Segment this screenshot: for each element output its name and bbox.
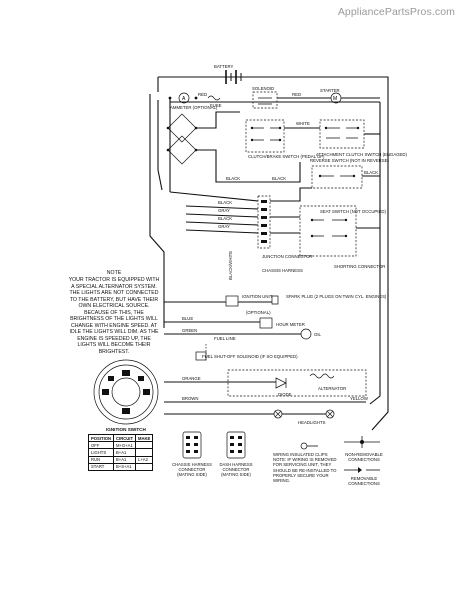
junction-connector-symbol: [257, 195, 271, 249]
table-row: LIGHTS B+A1: [87, 448, 154, 457]
junction-connector-label: JUNCTION CONNECTOR: [262, 254, 313, 259]
svg-text:BROWN: BROWN: [182, 396, 198, 401]
svg-text:GRAY: GRAY: [218, 208, 230, 213]
attachment-clutch-label: ATTACHMENT CLUTCH SWITCH (ENGAGED): [316, 152, 408, 157]
non-removable-connection-icon: [344, 436, 380, 448]
clutch-brake-label: CLUTCH/BRAKE SWITCH (PEDAL UP): [248, 154, 325, 159]
svg-text:YELLOW: YELLOW: [350, 396, 369, 401]
diode-label: DIODE: [278, 392, 292, 397]
non-removable-label: NON-REMOVABLE CONNECTIONS: [345, 452, 383, 463]
insulated-clips-note: WIRING INSULATED CLIPS NOTE: IF WIRING I…: [273, 452, 337, 484]
diode-symbol: [275, 377, 287, 389]
black-white-wire-label: BLACK/WHITE: [228, 251, 233, 280]
svg-text:BLACK: BLACK: [272, 176, 286, 181]
svg-text:BLACK: BLACK: [218, 216, 232, 221]
svg-text:BLUE: BLUE: [182, 316, 193, 321]
table-cell: OFF: [87, 441, 115, 450]
table-cell: LIGHTS: [87, 448, 115, 457]
oil-label: OIL: [314, 332, 322, 337]
shorting-connector-label: SHORTING CONNECTOR: [334, 264, 385, 269]
ignition-unit-label: IGNITION UNIT: [242, 294, 273, 299]
fuel-solenoid-label: FUEL SHUT-OFF SOLENOID (IF SO EQUIPPED): [202, 354, 298, 359]
table-cell: [134, 448, 154, 457]
alternator-symbol: [309, 373, 335, 379]
table-cell: [134, 462, 154, 471]
note-title: NOTE: [106, 270, 122, 276]
table-row: START B+S+A1: [87, 462, 154, 471]
svg-text:RED: RED: [292, 92, 301, 97]
ignition-unit-symbol: [225, 295, 239, 307]
starter-label: STARTER: [320, 88, 340, 93]
reverse-switch-label: REVERSE SWITCH (NOT IN REVERSE): [310, 158, 390, 163]
svg-text:BLACK: BLACK: [226, 176, 240, 181]
dash-connector-caption: DASH HARNESS CONNECTOR (MATING SIDE): [219, 462, 253, 477]
svg-text:BLACK: BLACK: [364, 170, 378, 175]
table-cell: START: [87, 462, 115, 471]
wire-color-tags: RED RED WHITE BLACK BLACK BLACK GRAY BLA…: [182, 92, 378, 401]
alternator-label: ALTERNATOR: [318, 386, 346, 391]
clutch-brake-switch-symbol: [245, 119, 285, 153]
fuse-symbol: [207, 95, 221, 101]
table-cell: B+S+A1: [113, 462, 136, 471]
table-header-row: POSITION CIRCUIT MAKE: [87, 433, 154, 443]
table-header: CIRCUIT: [113, 433, 136, 443]
table-cell: L+A2: [134, 455, 154, 464]
watermark-text: AppliancePartsPros.com: [337, 6, 455, 18]
rectifier-symbol: [166, 113, 198, 165]
ignition-switch-table: POSITION CIRCUIT MAKE OFF M+G+A1 LIGHTS …: [87, 433, 154, 471]
svg-text:GRAY: GRAY: [218, 224, 230, 229]
insulated-clip-icon: [300, 442, 318, 450]
svg-text:BLACK: BLACK: [218, 200, 232, 205]
chassis-harness-label: CHASSIS HARNESS: [262, 268, 303, 273]
table-cell: M+G+A1: [113, 441, 136, 450]
removable-connection-icon: [344, 467, 380, 473]
fuel-line-label: FUEL LINE: [214, 336, 236, 341]
ammeter-label: AMMETER (OPTIONAL): [170, 105, 218, 110]
battery-label: BATTERY: [214, 64, 234, 69]
table-cell: B+A1: [113, 448, 136, 457]
svg-text:GREEN: GREEN: [182, 328, 197, 333]
table-cell: [134, 441, 154, 450]
spark-plug-label: SPARK PLUG (2 PLUGS ON TWIN CYL. ENGINES…: [286, 294, 387, 299]
fuse-label: FUSE: [210, 103, 222, 108]
optional-label: (OPTIONAL): [246, 310, 271, 315]
svg-text:RED: RED: [198, 92, 207, 97]
hour-meter-label: HOUR METER: [276, 322, 305, 327]
attachment-clutch-switch-symbol: [319, 119, 365, 149]
table-header: MAKE: [134, 433, 154, 443]
table-row: RUN B+A1 L+A2: [87, 455, 154, 464]
table-cell: RUN: [87, 455, 115, 464]
battery-symbol: [225, 70, 242, 84]
chassis-harness-connector-symbol: [182, 431, 202, 459]
svg-text:ORANGE: ORANGE: [182, 376, 201, 381]
table-cell: B+A1: [113, 455, 136, 464]
dash-harness-connector-symbol: [226, 431, 246, 459]
seat-switch-symbol: [299, 205, 357, 257]
seat-switch-label: SEAT SWITCH (NOT OCCUPIED): [320, 209, 386, 214]
solenoid-label: SOLENOID: [252, 86, 274, 91]
hour-meter-symbol: [259, 317, 273, 329]
solenoid-symbol: [252, 91, 278, 109]
table-row: OFF M+G+A1: [87, 441, 154, 450]
removable-label: REMOVABLE CONNECTIONS: [348, 476, 380, 487]
alternator-note: NOTE YOUR TRACTOR IS EQUIPPED WITH A SPE…: [68, 270, 160, 355]
alternator-box: [227, 369, 367, 397]
note-body: YOUR TRACTOR IS EQUIPPED WITH A SPECIAL …: [68, 277, 160, 355]
headlights-label: HEADLIGHTS: [298, 420, 326, 425]
ignition-switch-label: IGNITION SWITCH: [106, 427, 146, 432]
chassis-connector-caption: CHASSIS HARNESS CONNECTOR (MATING SIDE): [172, 462, 212, 477]
svg-text:WHITE: WHITE: [296, 121, 310, 126]
oil-sensor-symbol: [300, 328, 312, 340]
ammeter-symbol: A: [168, 92, 198, 104]
ignition-switch-symbol: [93, 359, 159, 425]
table-header: POSITION: [87, 433, 115, 443]
fuel-solenoid-symbol: [195, 351, 207, 361]
svg-text:M: M: [333, 96, 337, 102]
svg-text:A: A: [182, 96, 186, 102]
